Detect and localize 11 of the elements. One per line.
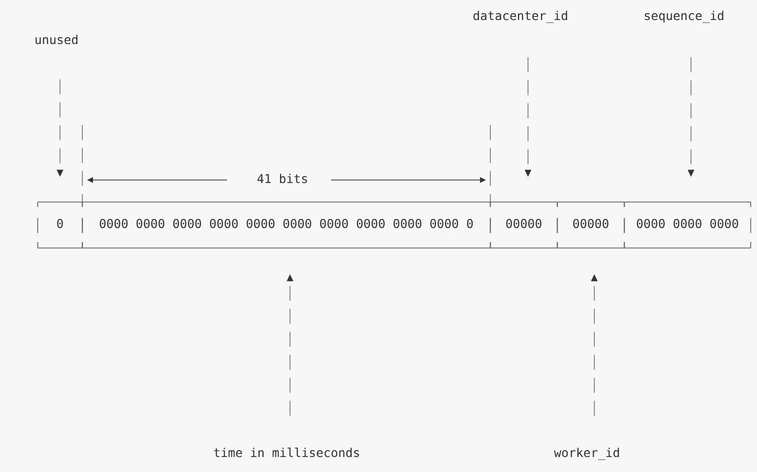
bit-field-cell: 00000 [490,202,558,248]
bit-field-cell: 0 [37,202,83,248]
bit-field-cell: 00000 [556,202,625,248]
bit-field-cell: 0000 0000 0000 [624,202,752,248]
bit-field-cell: 0000 0000 0000 0000 0000 0000 0000 0000 0000 0000 0 [82,202,491,248]
field-label: worker_id [554,448,619,460]
field-label: sequence_id [644,10,724,23]
field-label: time in milliseconds [214,448,359,458]
field-label: unused [36,34,78,44]
dimension-label: 41 bits [257,174,307,184]
field-label: datacenter_id [474,10,568,23]
